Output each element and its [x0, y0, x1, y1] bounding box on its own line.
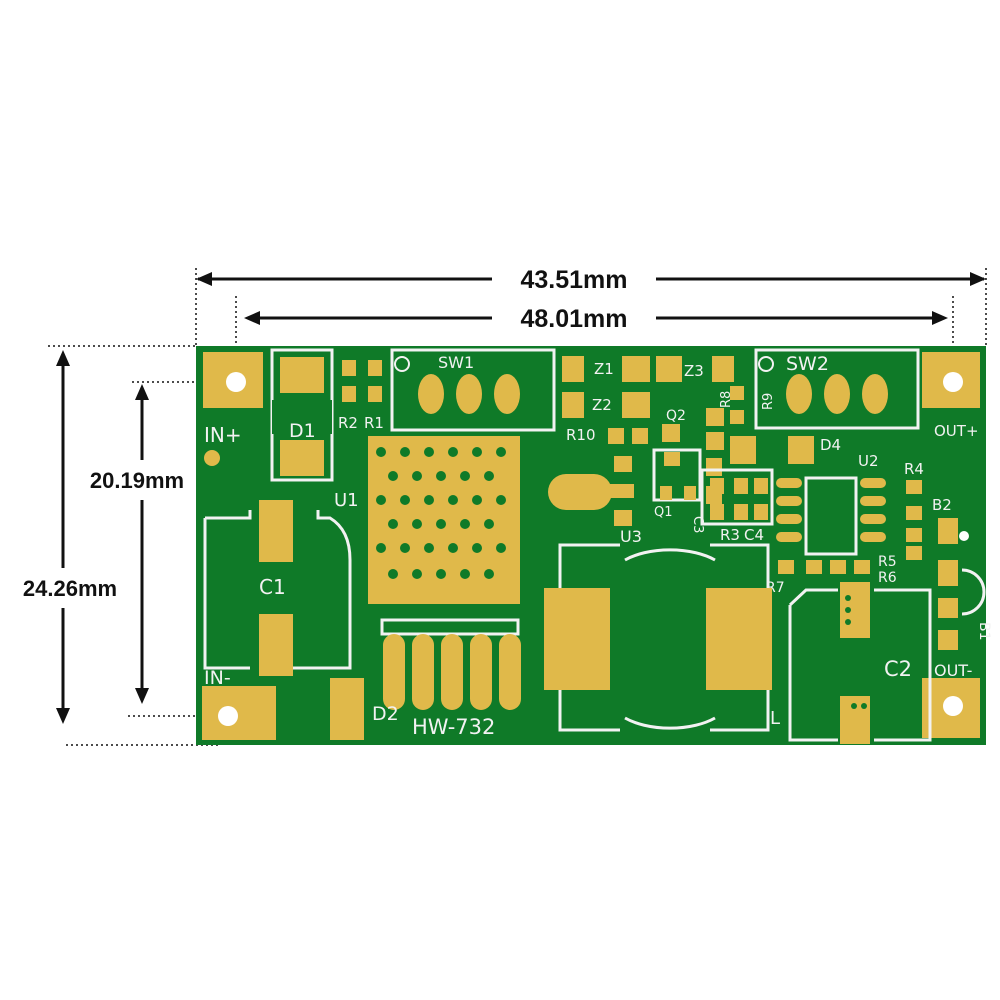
pcb-board: D1 IN+ R2 R1 SW1 U1 [196, 346, 992, 745]
u1-ic [368, 436, 520, 604]
out-minus-label: OUT- [934, 661, 972, 680]
b1-label: B1 [976, 622, 992, 641]
width-dimension-outer: 43.51mm [195, 266, 987, 345]
q2-label: Q2 [666, 408, 686, 424]
test-point [204, 450, 220, 466]
c1-pad-bottom [259, 614, 293, 676]
q1-label: Q1 [654, 505, 673, 520]
c1-label: C1 [259, 575, 286, 599]
r6-label: R6 [878, 570, 897, 586]
inner-width-label: 48.01mm [520, 305, 627, 333]
z1-label: Z1 [594, 360, 614, 378]
z3-label: Z3 [684, 362, 704, 380]
inner-height-label: 20.19mm [90, 468, 184, 493]
in-plus-label: IN+ [204, 423, 242, 447]
r5-label: R5 [878, 554, 897, 570]
width-dimension-inner: 48.01mm [235, 296, 954, 382]
sw2-pin-2 [824, 374, 850, 414]
sw1-pin-2 [456, 374, 482, 414]
u2-label: U2 [858, 452, 879, 470]
c1-outline [203, 510, 352, 670]
d4-label: D4 [820, 436, 841, 454]
z2-label: Z2 [592, 396, 612, 414]
c1-pad-top [259, 500, 293, 562]
mounting-hole-out-minus [922, 678, 980, 738]
l-label: L [770, 708, 780, 729]
model-label: HW-732 [412, 715, 495, 739]
r2-label: R2 [338, 414, 358, 432]
out-plus-label: OUT+ [934, 422, 979, 440]
sw2-pin-3 [862, 374, 888, 414]
r1-label: R1 [364, 414, 384, 432]
c4-label: C4 [744, 526, 764, 544]
sw2-outline [754, 348, 920, 430]
sw2-pin-1 [786, 374, 812, 414]
r8-label: R8 [719, 391, 734, 408]
r3-label: R3 [720, 526, 740, 544]
u1-pins [380, 618, 521, 710]
u3-pad [548, 474, 612, 510]
c2-outline [788, 588, 932, 742]
u1-label: U1 [334, 490, 359, 511]
mounting-hole-in-minus [202, 686, 276, 740]
mounting-hole-out-plus [922, 352, 980, 408]
b2-label: B2 [932, 496, 952, 514]
sw1-outline [390, 348, 556, 432]
d1-pad-bottom [280, 440, 324, 476]
outer-width-label: 43.51mm [520, 266, 627, 294]
d2-pad [330, 678, 364, 740]
u3-label: U3 [620, 527, 642, 546]
sw1-label: SW1 [438, 353, 474, 372]
r10-label: R10 [566, 426, 596, 444]
c2-pad-top [840, 582, 870, 638]
r9-label: R9 [761, 393, 776, 410]
in-minus-label: IN- [204, 667, 231, 689]
outer-height-label: 24.26mm [23, 576, 117, 601]
c2-label: C2 [884, 657, 912, 681]
d2-label: D2 [372, 703, 399, 725]
r4-label: R4 [904, 460, 924, 478]
inductor-l [544, 543, 772, 732]
d1-pad-top [280, 357, 324, 393]
sw1-pin-3 [494, 374, 520, 414]
height-dimension-inner: 20.19mm [90, 381, 236, 717]
height-dimension-outer: 24.26mm [23, 345, 220, 746]
mounting-hole-in-plus [203, 352, 263, 408]
sw2-label: SW2 [786, 353, 829, 375]
sw1-pin-1 [418, 374, 444, 414]
u2-outline [804, 476, 858, 556]
d1-label: D1 [289, 420, 316, 442]
